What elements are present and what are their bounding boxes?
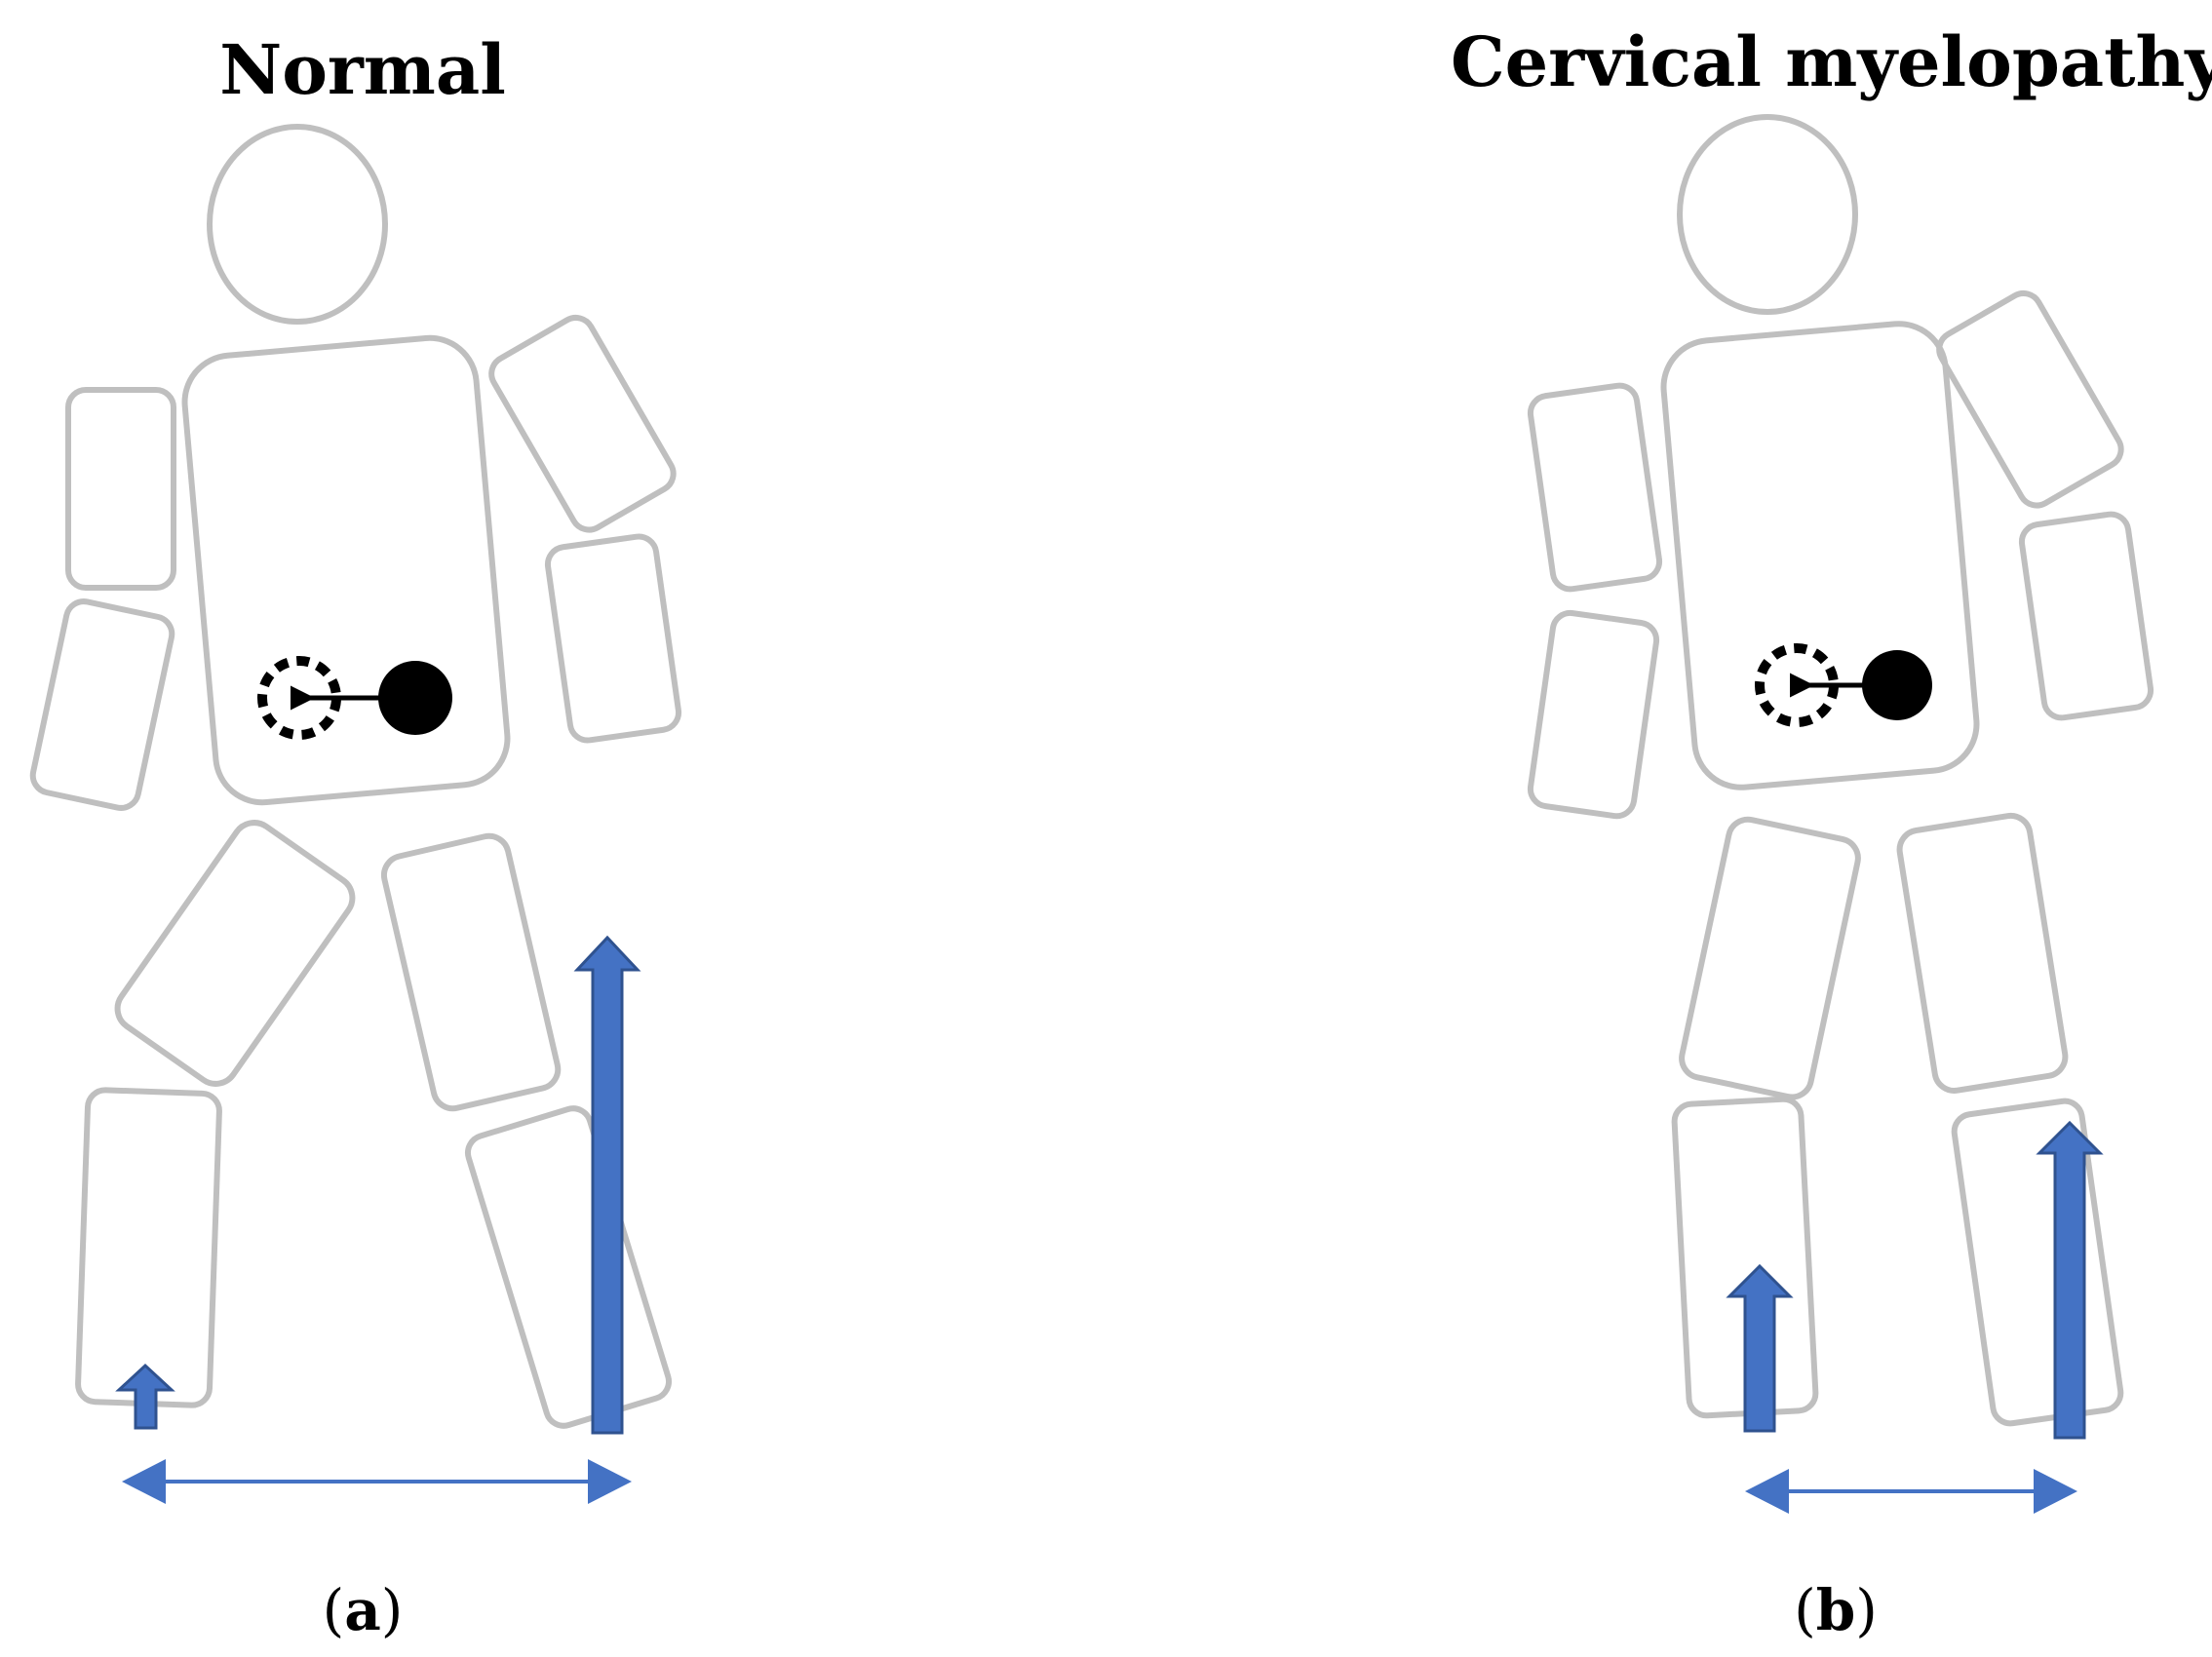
right-forearm-shape — [2018, 511, 2154, 721]
left-upper-arm-shape — [65, 387, 176, 591]
panel-b-label: b — [1815, 1577, 1856, 1643]
step-length-arrow — [1745, 1469, 2077, 1514]
left-forearm-shape — [1527, 609, 1660, 820]
torso-shape — [181, 334, 511, 806]
medium-force-arrow — [1726, 1263, 1794, 1433]
com-dot — [1862, 650, 1932, 720]
right-upper-arm-shape — [488, 314, 677, 533]
right-thigh-shape — [1896, 812, 2069, 1094]
large-force-arrow — [2036, 1120, 2104, 1440]
left-upper-arm-shape — [1527, 382, 1663, 593]
left-thigh-shape — [114, 820, 356, 1087]
torso-shape — [1660, 321, 1980, 790]
panel-a-title: Normal — [219, 29, 506, 110]
right-thigh-shape — [380, 832, 562, 1112]
left-shank-shape — [75, 1087, 222, 1408]
left-forearm-shape — [29, 598, 175, 811]
right-forearm-shape — [544, 533, 682, 744]
com-dot — [378, 661, 452, 735]
small-force-arrow — [115, 1363, 175, 1430]
head-shape — [207, 124, 388, 325]
myelopathy-figure — [1527, 114, 2154, 1514]
left-thigh-shape — [1679, 816, 1861, 1100]
right-upper-arm-shape — [1936, 289, 2124, 509]
panel-b-title: Cervical myelopathy — [1450, 21, 2212, 102]
panel-a-label: a — [344, 1577, 381, 1643]
panel-a-caption: (a) — [322, 1577, 404, 1643]
right-shank-shape — [464, 1105, 673, 1429]
step-length-arrow — [122, 1459, 632, 1504]
normal-figure — [29, 124, 682, 1504]
head-shape — [1677, 114, 1858, 315]
panel-b-caption: (b) — [1794, 1577, 1878, 1643]
right-shank-shape — [1951, 1098, 2124, 1427]
large-force-arrow — [573, 935, 641, 1435]
